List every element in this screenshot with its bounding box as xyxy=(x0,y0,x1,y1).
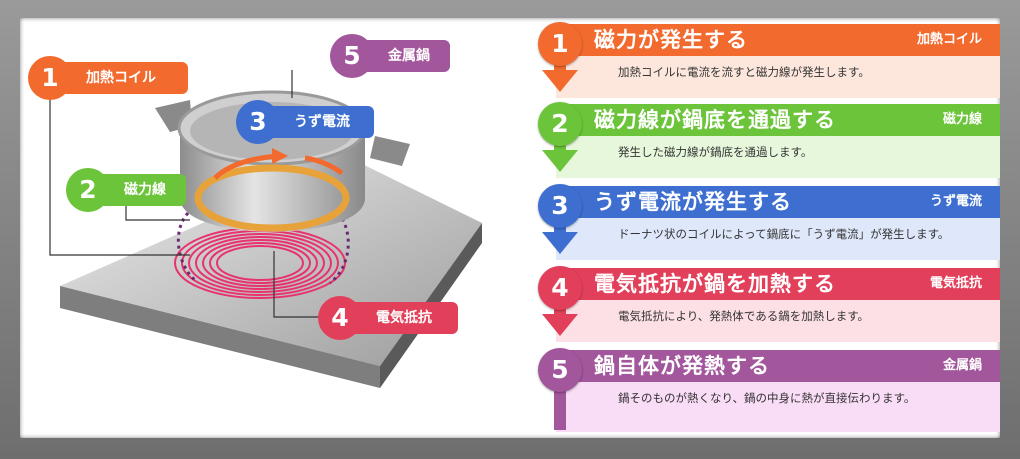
step-3-arrow xyxy=(542,232,578,254)
eddy-current-ring xyxy=(194,164,350,232)
step-4-number: 4 xyxy=(538,266,582,310)
callout-electric-resistance-label: 電気抵抗 xyxy=(376,310,432,326)
step-3-header: うず電流が発生する うず電流 xyxy=(556,186,1000,218)
callout-magnetic-lines-label: 磁力線 xyxy=(124,182,166,198)
callout-metal-pot: 5 金属鍋 xyxy=(330,34,450,78)
step-4-header: 電気抵抗が鍋を加熱する 電気抵抗 xyxy=(556,268,1000,300)
callout-heating-coil: 1 加熱コイル xyxy=(28,56,188,100)
step-1-title: 磁力が発生する xyxy=(594,28,748,52)
step-3-number: 3 xyxy=(538,184,582,228)
step-5-description: 鍋そのものが熱くなり、鍋の中身に熱が直接伝わります。 xyxy=(618,391,916,405)
step-4-body: 電気抵抗により、発熱体である鍋を加熱します。 xyxy=(556,300,1000,342)
step-1-number: 1 xyxy=(538,22,582,66)
eddy-current-arrow xyxy=(213,153,279,180)
callout-eddy-current-number: 3 xyxy=(236,100,280,144)
step-1-header: 磁力が発生する 加熱コイル xyxy=(556,24,1000,56)
step-5-number: 5 xyxy=(538,348,582,392)
step-2-description: 発生した磁力線が鍋底を通過します。 xyxy=(618,145,813,159)
step-1-arrow xyxy=(542,70,578,92)
step-4-tag: 電気抵抗 xyxy=(929,276,982,291)
step-1-body: 加熱コイルに電流を流すと磁力線が発生します。 xyxy=(556,56,1000,98)
leader-lines xyxy=(49,70,320,318)
eddy-current-arc xyxy=(304,155,344,176)
callout-metal-pot-number: 5 xyxy=(330,34,374,78)
step-5-header: 鍋自体が発熱する 金属鍋 xyxy=(556,350,1000,382)
callout-heating-coil-label: 加熱コイル xyxy=(86,70,156,86)
callout-eddy-current-label: うず電流 xyxy=(294,114,350,130)
step-2-tag: 磁力線 xyxy=(942,112,982,127)
step-3-body: ドーナツ状のコイルによって鍋底に「うず電流」が発生します。 xyxy=(556,218,1000,260)
step-3-title: うず電流が発生する xyxy=(594,190,792,214)
step-2-number: 2 xyxy=(538,102,582,146)
step-4-title: 電気抵抗が鍋を加熱する xyxy=(594,272,836,296)
step-2-header: 磁力線が鍋底を通過する 磁力線 xyxy=(556,104,1000,136)
step-3-description: ドーナツ状のコイルによって鍋底に「うず電流」が発生します。 xyxy=(618,227,950,241)
eddy-current-arrowhead xyxy=(272,148,288,164)
step-2-arrow xyxy=(542,150,578,172)
step-5-bar xyxy=(554,380,566,430)
step-2-body: 発生した磁力線が鍋底を通過します。 xyxy=(556,136,1000,178)
step-1-description: 加熱コイルに電流を流すと磁力線が発生します。 xyxy=(618,65,870,79)
step-4-description: 電気抵抗により、発熱体である鍋を加熱します。 xyxy=(618,309,870,323)
callout-magnetic-lines-number: 2 xyxy=(66,168,110,212)
cooktop-side xyxy=(60,286,380,388)
step-3-tag: うず電流 xyxy=(929,194,982,209)
step-5-tag: 金属鍋 xyxy=(942,358,982,373)
callout-electric-resistance: 4 電気抵抗 xyxy=(318,296,458,340)
callout-magnetic-lines: 2 磁力線 xyxy=(66,168,186,212)
callout-heating-coil-number: 1 xyxy=(28,56,72,100)
step-4-arrow xyxy=(542,314,578,336)
callout-electric-resistance-number: 4 xyxy=(318,296,362,340)
callout-metal-pot-label: 金属鍋 xyxy=(388,48,430,64)
callout-eddy-current: 3 うず電流 xyxy=(236,100,374,144)
step-2-title: 磁力線が鍋底を通過する xyxy=(594,108,836,132)
step-5-title: 鍋自体が発熱する xyxy=(594,354,770,378)
pot-handle-right xyxy=(370,136,410,166)
step-5-body: 鍋そのものが熱くなり、鍋の中身に熱が直接伝わります。 xyxy=(556,382,1000,432)
step-1-tag: 加熱コイル xyxy=(916,32,982,47)
